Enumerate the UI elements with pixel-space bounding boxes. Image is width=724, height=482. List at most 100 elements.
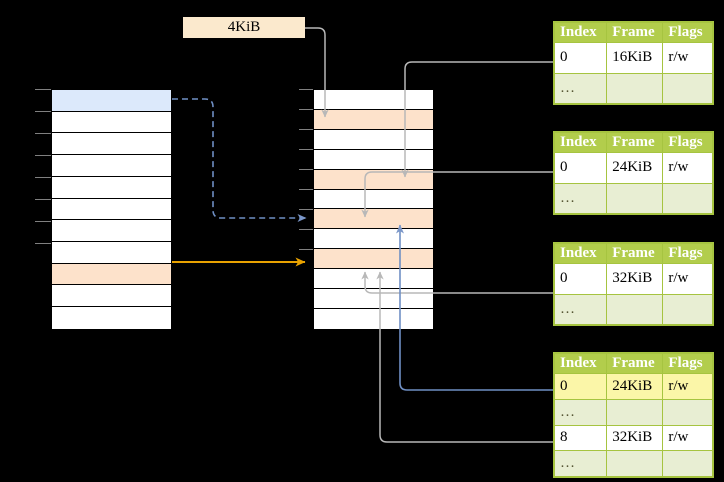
page-table-level-4-cell-2-1: 32KiB — [606, 424, 664, 452]
page-table-level-1-col-flags: Flags — [662, 22, 713, 43]
vaddr-row-8[interactable] — [52, 263, 171, 286]
page-table-level-3-cell-0-2: r/w — [662, 263, 713, 295]
vaddr-row-9[interactable] — [52, 285, 171, 308]
vaddr-row-0[interactable] — [52, 90, 171, 112]
tick-mark-5 — [35, 199, 51, 201]
page-table-level-4-col-index: Index — [553, 353, 608, 374]
page-table-level-2-cell-1-1 — [606, 182, 664, 214]
frame-row-6[interactable] — [314, 209, 433, 230]
page-table-level-1-cell-1-1 — [606, 72, 664, 104]
page-table-level-2-cell-0-1: 24KiB — [606, 152, 664, 184]
physical-memory-stack — [313, 89, 434, 330]
page-table-level-4-cell-1-1 — [606, 398, 664, 426]
tick-mark-15 — [299, 229, 313, 231]
vaddr-row-5[interactable] — [52, 198, 171, 221]
page-table-level-4-col-frame: Frame — [606, 353, 664, 374]
frame-row-7[interactable] — [314, 229, 433, 250]
vaddr-row-10[interactable] — [52, 307, 171, 329]
frame-row-1[interactable] — [314, 109, 433, 130]
page-table-level-1-cell-1-2 — [662, 72, 713, 104]
frame-row-8[interactable] — [314, 249, 433, 270]
page-table-level-4-cell-0-0: 0 — [553, 373, 608, 400]
page-table-level-2-cell-0-2: r/w — [662, 152, 713, 184]
page-table-level-4-cell-1-2 — [662, 398, 713, 426]
page-table-level-3-col-flags: Flags — [662, 243, 713, 264]
size-label-box: 4KiB — [183, 17, 305, 38]
tick-mark-7 — [35, 243, 51, 245]
page-table-level-4-col-flags: Flags — [662, 353, 713, 374]
tick-mark-6 — [35, 221, 51, 223]
page-table-level-3-col-frame: Frame — [606, 243, 664, 264]
page-table-level-3-row[interactable]: … — [553, 293, 713, 325]
vaddr-row-6[interactable] — [52, 220, 171, 243]
tick-mark-3 — [35, 155, 51, 157]
page-table-level-2-cell-0-0: 0 — [553, 152, 608, 184]
vaddr-row-2[interactable] — [52, 133, 171, 156]
page-table-level-2-col-frame: Frame — [606, 132, 664, 153]
page-table-level-1-row[interactable]: … — [553, 72, 713, 104]
page-table-level-3-cell-0-0: 0 — [553, 263, 608, 295]
vaddr-row-7[interactable] — [52, 242, 171, 264]
page-table-level-1-col-frame: Frame — [606, 22, 664, 43]
frame-row-0[interactable] — [314, 90, 433, 110]
page-table-level-4-cell-1-0: … — [553, 398, 608, 426]
tick-mark-16 — [299, 249, 313, 251]
frame-row-9[interactable] — [314, 269, 433, 290]
page-table-level-3-col-index: Index — [553, 243, 608, 264]
page-table-level-4-cell-3-1 — [606, 450, 664, 477]
page-table-level-4-row[interactable]: … — [553, 450, 713, 477]
frame-row-4[interactable] — [314, 169, 433, 190]
page-table-level-1-cell-0-1: 16KiB — [606, 42, 664, 74]
tick-mark-4 — [35, 177, 51, 179]
page-table-level-1-cell-0-0: 0 — [553, 42, 608, 74]
tick-mark-12 — [299, 169, 313, 171]
wire-vaddr-to-frame-dashed — [172, 98, 307, 222]
tick-mark-1 — [35, 111, 51, 113]
page-table-level-2-col-flags: Flags — [662, 132, 713, 153]
page-table-level-1-cell-1-0: … — [553, 72, 608, 104]
vaddr-row-3[interactable] — [52, 155, 171, 177]
page-table-level-4-row[interactable]: … — [553, 398, 713, 426]
page-table-level-4-cell-0-2: r/w — [662, 373, 713, 400]
vaddr-row-1[interactable] — [52, 111, 171, 134]
page-table-level-3-cell-1-2 — [662, 293, 713, 325]
frame-row-5[interactable] — [314, 189, 433, 210]
frame-row-10[interactable] — [314, 289, 433, 309]
page-table-level-4-cell-2-0: 8 — [553, 424, 608, 452]
page-table-level-1-col-index: Index — [553, 22, 608, 43]
page-table-level-2-row[interactable]: … — [553, 182, 713, 214]
frame-row-2[interactable] — [314, 129, 433, 150]
tick-mark-2 — [35, 133, 51, 135]
page-table-level-4-cell-0-1: 24KiB — [606, 373, 664, 400]
tick-mark-11 — [299, 149, 313, 151]
frame-row-3[interactable] — [314, 149, 433, 170]
page-table-level-3-cell-1-1 — [606, 293, 664, 325]
page-table-level-4-cell-2-2: r/w — [662, 424, 713, 452]
page-table-level-3-cell-0-1: 32KiB — [606, 263, 664, 295]
page-table-level-4-cell-3-2 — [662, 450, 713, 477]
tick-mark-13 — [299, 189, 313, 191]
tick-mark-0 — [35, 89, 51, 91]
page-table-level-2-cell-1-2 — [662, 182, 713, 214]
page-table-level-4-cell-3-0: … — [553, 450, 608, 477]
page-table-level-1-cell-0-2: r/w — [662, 42, 713, 74]
vaddr-row-4[interactable] — [52, 176, 171, 199]
page-table-level-2-cell-1-0: … — [553, 182, 608, 214]
tick-mark-10 — [299, 129, 313, 131]
frame-row-11[interactable] — [314, 308, 433, 329]
virtual-address-space-stack — [51, 89, 172, 330]
